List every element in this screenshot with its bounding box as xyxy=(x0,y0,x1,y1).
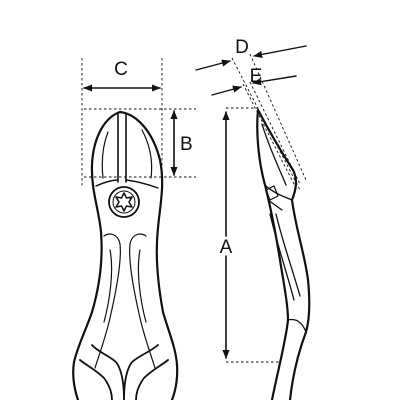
dimension-c-label: C xyxy=(114,59,128,80)
dimension-b-label: B xyxy=(180,134,193,155)
front-view: C B xyxy=(72,58,196,400)
dimension-d-label: D xyxy=(235,37,249,58)
head-boundary xyxy=(95,179,159,189)
side-notch xyxy=(265,185,279,201)
jaw-split xyxy=(117,113,127,183)
dimension-a-label: A xyxy=(220,237,233,258)
dimension-e-label: E xyxy=(250,66,263,87)
side-outline xyxy=(256,108,311,400)
torx-screw-icon xyxy=(108,186,140,218)
ext-e-right xyxy=(249,81,301,185)
side-view: D E A xyxy=(195,37,311,400)
handle-ends xyxy=(79,344,169,400)
front-outline xyxy=(72,110,179,400)
dimension-d-arrow-right xyxy=(253,45,307,59)
dimension-e-arrow-left xyxy=(211,85,242,96)
dimension-d-arrow-left xyxy=(195,59,231,71)
dimension-e-arrow-right xyxy=(252,75,297,86)
head-shading xyxy=(101,129,153,179)
right-grip xyxy=(129,233,156,369)
ext-e-left xyxy=(242,83,297,189)
left-grip xyxy=(94,233,121,369)
